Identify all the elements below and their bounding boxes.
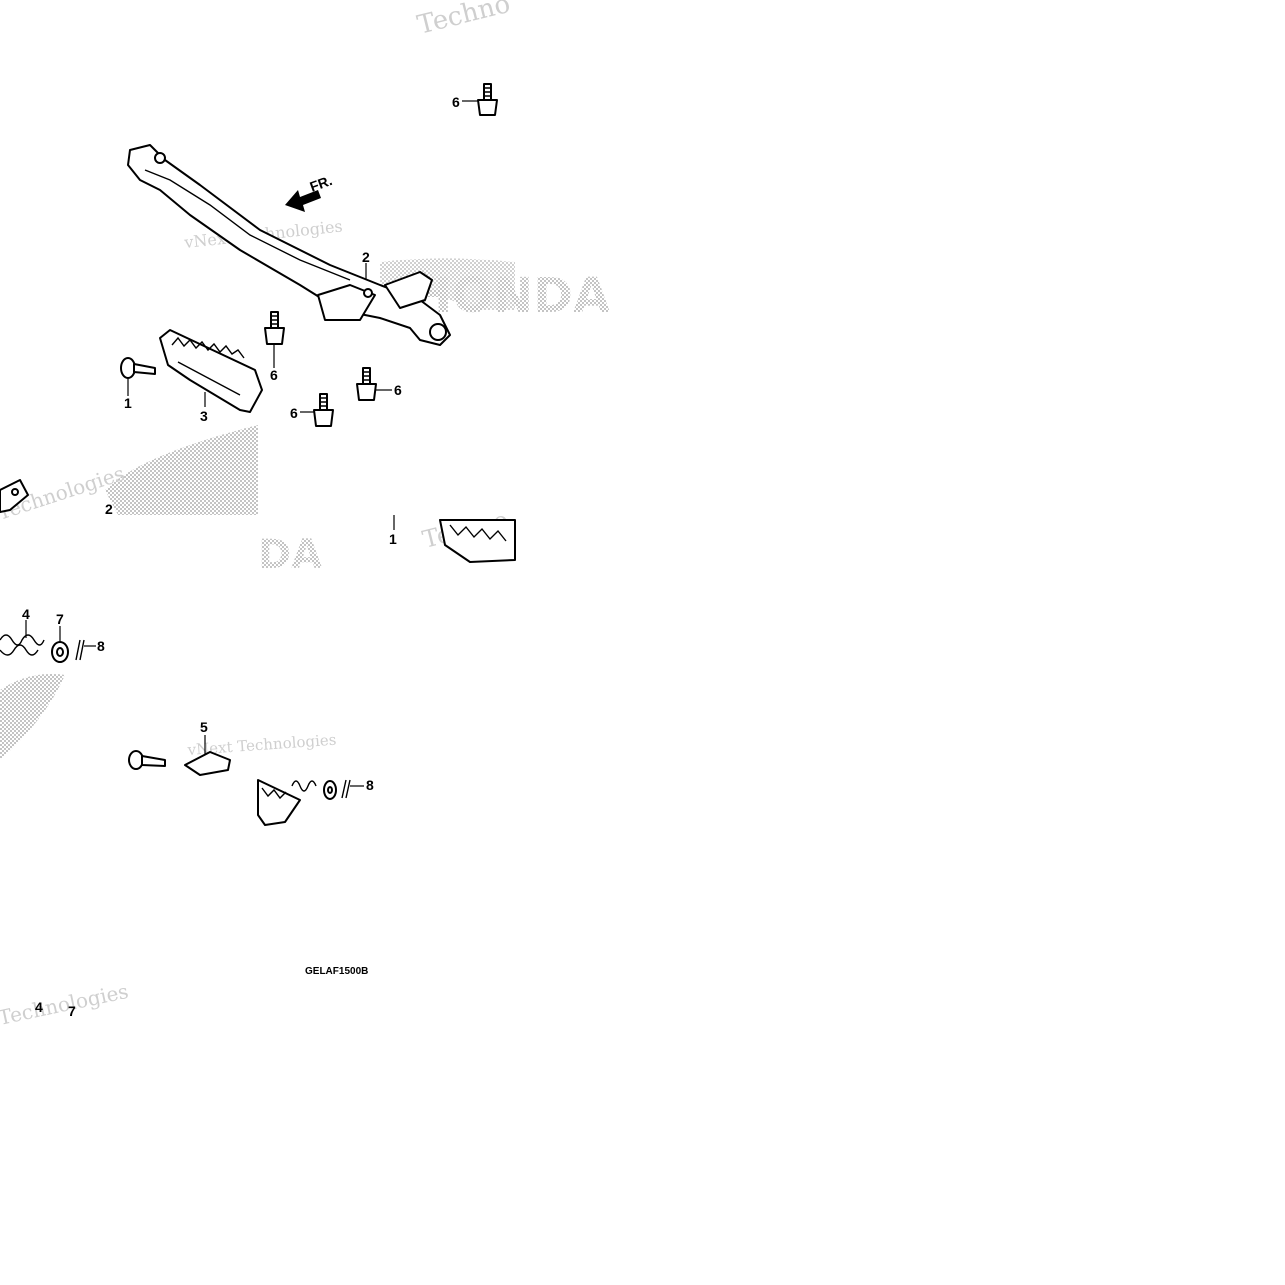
watermark-text: Techno: [414, 0, 513, 41]
flange-bolt: [313, 393, 334, 427]
callout-2: 2: [362, 249, 370, 265]
bracket-fragment: [0, 479, 29, 513]
footpeg-upper: [159, 329, 263, 413]
callout-6: 6: [290, 405, 298, 421]
callout-8: 8: [97, 638, 105, 654]
flange-bolt: [477, 83, 498, 116]
honda-logo-text: HONDA: [412, 268, 610, 324]
flange-bolt: [356, 367, 377, 401]
diagram-code: GELAF1500B: [305, 966, 368, 977]
callout-2: 2: [105, 501, 113, 517]
pin-lower: [128, 750, 166, 770]
callout-3: 3: [200, 408, 208, 424]
callout-4: 4: [22, 606, 30, 622]
callout-1: 1: [389, 531, 397, 547]
honda-wing-logo-watermark: [0, 258, 515, 760]
washer: [51, 641, 69, 663]
callout-8: 8: [366, 777, 374, 793]
cotter-pin-lower: [341, 779, 351, 799]
footpeg-fragment: [439, 519, 516, 563]
flange-bolt: [264, 311, 285, 345]
honda-logo-text-2: DA: [258, 532, 322, 578]
watermark-text: Technologies: [0, 979, 131, 1030]
return-spring-lower: [291, 780, 317, 792]
pin-upper: [120, 357, 156, 379]
footpeg-lower: [184, 751, 301, 826]
return-spring: [0, 634, 45, 656]
front-direction-arrow: [285, 190, 321, 212]
callout-5: 5: [200, 719, 208, 735]
callout-1: 1: [124, 395, 132, 411]
callout-6: 6: [452, 94, 460, 110]
washer-lower: [323, 780, 337, 800]
callout-6: 6: [394, 382, 402, 398]
cotter-pin: [75, 639, 85, 661]
leader-lines: [25, 100, 478, 787]
step-bar-assembly: [127, 144, 451, 346]
front-direction-label: FR.: [308, 172, 335, 195]
callout-7: 7: [56, 611, 64, 627]
callout-4: 4: [35, 999, 43, 1015]
callout-7: 7: [68, 1003, 76, 1019]
callout-6: 6: [270, 367, 278, 383]
